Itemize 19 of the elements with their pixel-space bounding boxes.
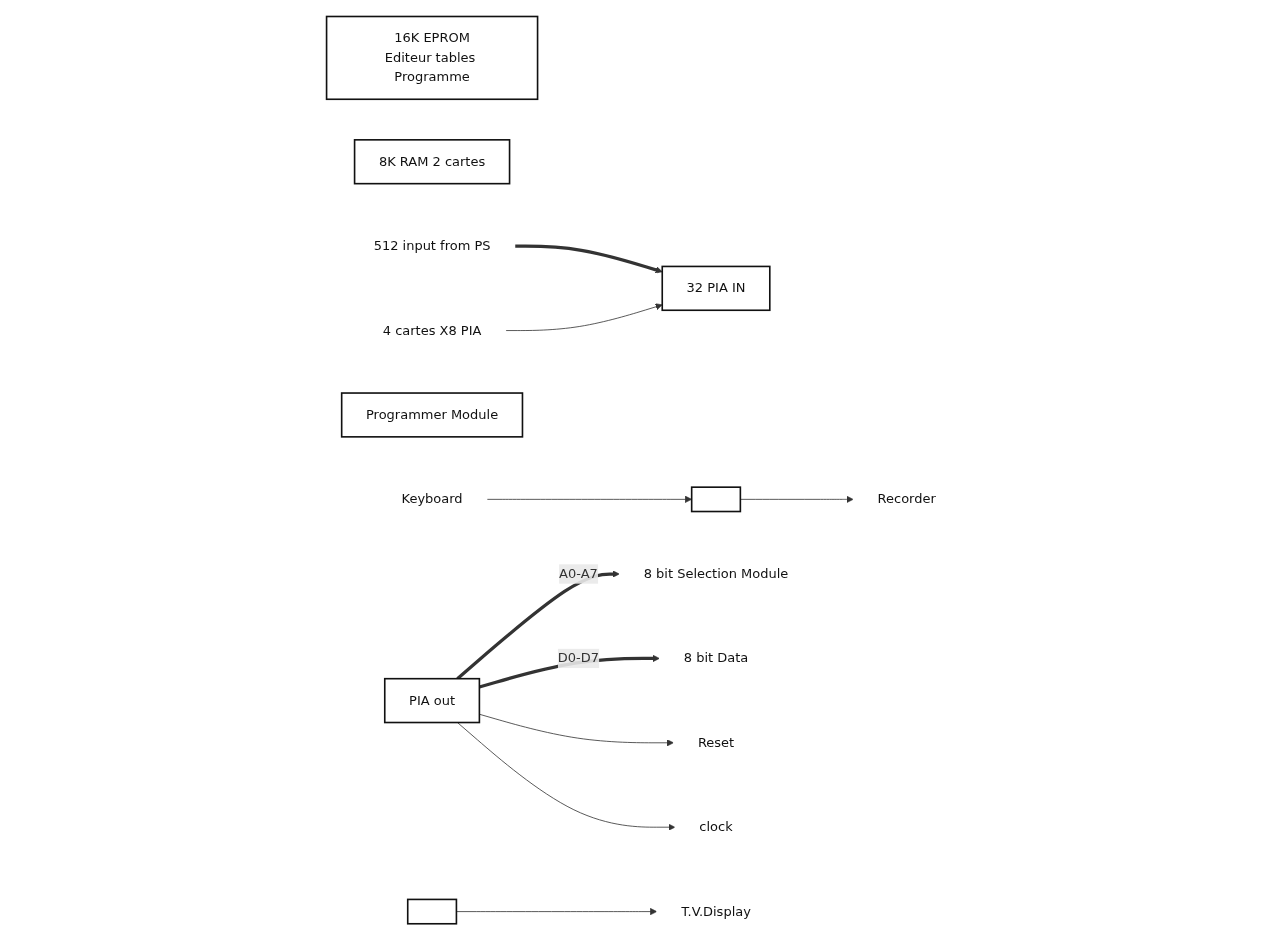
node-text: clock xyxy=(698,819,733,835)
node-box: 8K RAM 2 cartes xyxy=(353,139,510,185)
edge-label: A0-A7 xyxy=(558,565,598,582)
arrow xyxy=(456,570,620,680)
node-box: 32 PIA IN xyxy=(661,265,771,312)
node-text: 8 bit Selection Module xyxy=(643,565,788,582)
node-text: 8 bit Data xyxy=(683,650,748,666)
node-text: Reset xyxy=(697,734,734,751)
node-box: 16K EPROM Editeur tables Programme xyxy=(325,15,538,101)
edge-label: D0-D7 xyxy=(557,650,599,666)
node-box: Programmer Module xyxy=(340,392,523,438)
node-box: PIA out xyxy=(383,677,480,724)
node-text: 4 cartes X8 PIA xyxy=(382,322,482,338)
node-box xyxy=(690,486,741,513)
node-box xyxy=(406,898,457,925)
node-text: 512 input from PS xyxy=(373,238,491,254)
node-text: Recorder xyxy=(877,491,936,507)
node-text: Keyboard xyxy=(401,491,463,507)
node-text: T.V.Display xyxy=(680,903,751,919)
